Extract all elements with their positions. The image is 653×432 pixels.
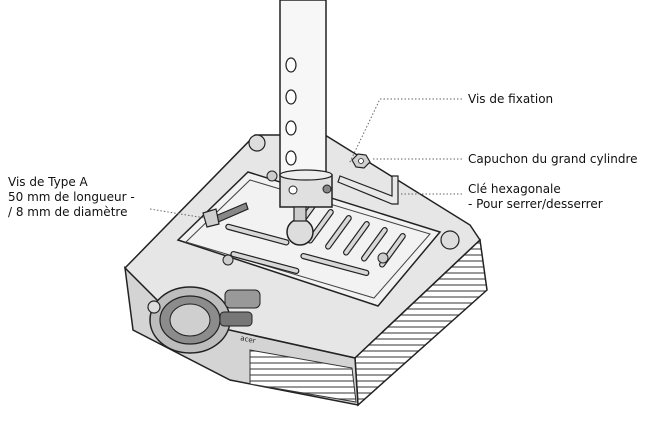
type-a-screw	[202, 202, 249, 228]
leader-lines	[149, 98, 462, 219]
mounting-pole	[279, 0, 333, 246]
label-type-a-screw: Vis de Type A 50 mm de longueur - / 8 mm…	[8, 175, 135, 220]
brand-logo: acer	[240, 334, 257, 345]
hex-key	[337, 175, 399, 205]
label-type-a-title: Vis de Type A	[8, 175, 88, 189]
label-type-a-length: 50 mm de longueur -	[8, 190, 135, 204]
label-hex-key-note: - Pour serrer/desserrer	[468, 197, 603, 211]
foot-front-left	[147, 300, 161, 314]
ball-joint	[286, 218, 314, 246]
lens	[149, 286, 231, 354]
foot-back-left	[248, 134, 266, 152]
foot-right	[440, 230, 460, 250]
label-hex-key-title: Clé hexagonale	[468, 182, 561, 196]
label-hex-key: Clé hexagonale - Pour serrer/desserrer	[468, 182, 603, 212]
label-type-a-diameter: / 8 mm de diamètre	[8, 205, 128, 219]
label-large-cylinder-cap: Capuchon du grand cylindre	[468, 152, 638, 166]
label-fixing-screw: Vis de fixation	[468, 92, 554, 106]
